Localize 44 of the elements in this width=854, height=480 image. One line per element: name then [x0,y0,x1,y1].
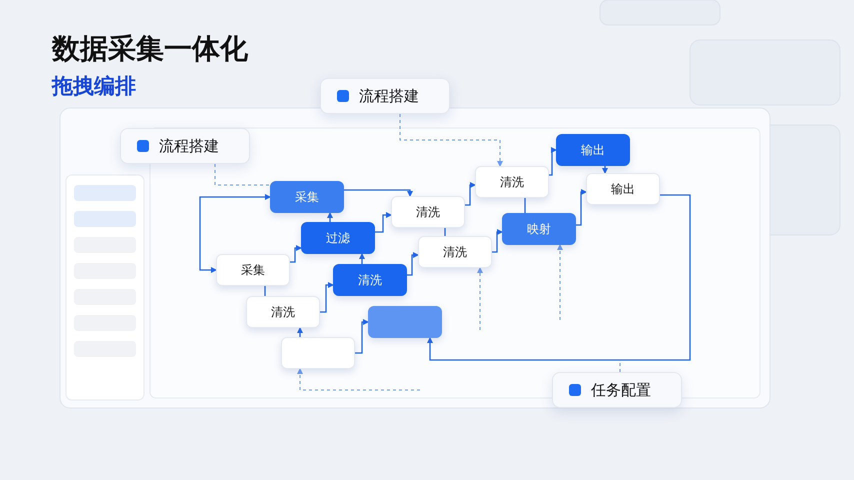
connector [375,212,392,233]
empty-box [281,337,355,369]
connector [602,166,608,174]
connector [320,282,334,313]
connector [465,182,476,206]
connector [492,229,503,253]
connector [524,198,526,213]
process-box: 过滤 [301,222,375,254]
connector [297,327,303,337]
dashed-connector [214,164,270,186]
connector [344,189,413,197]
connector [327,212,333,222]
callout-card [552,372,682,408]
process-box: 映射 [502,213,576,245]
process-box: 清洗 [333,264,407,296]
process-box: 清洗 [246,296,320,328]
callout-text: 任务配置 [591,380,651,400]
process-box: 清洗 [418,236,492,268]
dashed-connector [297,368,420,390]
connector [359,253,365,264]
dashed-connector [400,114,503,167]
title: 数据采集一体化 [52,31,248,67]
process-box: 清洗 [391,196,465,228]
dashed-connector [477,267,483,330]
subtitle: 拖拽编排 [52,73,136,100]
callout-card [320,78,450,114]
connector [355,319,369,354]
connector [290,245,302,263]
connector [199,194,271,273]
process-box: 采集 [270,181,344,213]
process-box: 输出 [556,134,630,166]
dashed-connector [557,244,563,320]
empty-box [368,306,442,338]
process-box: 输出 [586,173,660,205]
callout-text: 流程搭建 [159,136,219,156]
connector [264,286,266,296]
callout-text: 流程搭建 [359,86,419,106]
connector [549,147,557,176]
connector [576,189,587,226]
process-box: 清洗 [475,166,549,198]
connector [407,252,419,276]
callout-card [120,128,250,164]
process-box: 采集 [216,254,290,286]
connector [427,194,691,361]
